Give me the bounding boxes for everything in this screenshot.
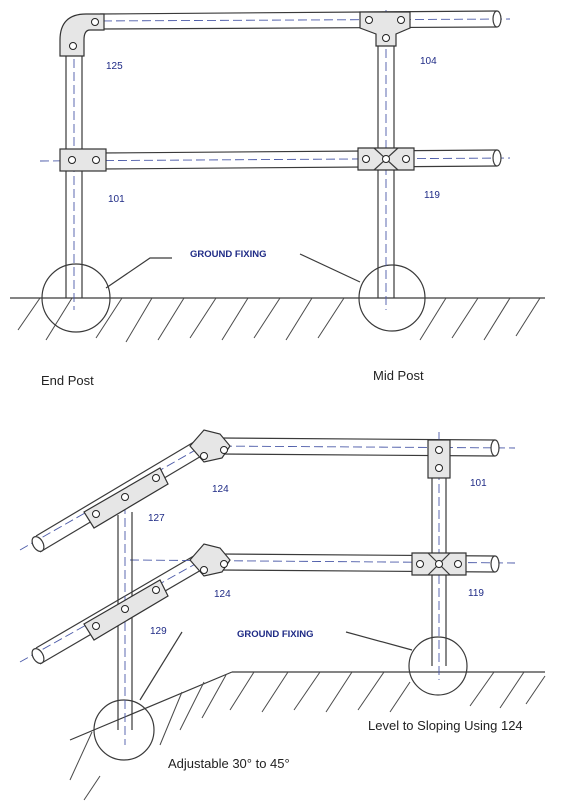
fitting-129 [83,579,169,641]
bottom-diagram: 124 101 127 124 119 129 GROUND FIXING Le… [19,429,546,801]
sloping-ground-line [69,671,233,741]
label-104: 104 [420,56,437,67]
end-post-footing [41,263,111,333]
mid-post-footing [358,264,426,332]
fitting-104 [359,11,411,47]
label-119: 119 [424,190,440,201]
fitting-101-bottom [427,439,451,479]
label-124-upper: 124 [212,484,229,495]
sloping-post-footing [93,699,155,761]
fitting-125 [59,13,105,57]
fitting-101 [59,148,107,172]
level-post-footing [408,636,468,696]
label-119-bottom: 119 [468,588,484,599]
bottom-ground-hatching [69,671,546,801]
label-101: 101 [108,194,125,205]
fitting-124-upper [189,429,231,463]
label-125: 125 [106,61,123,72]
ground-fixing-label-bottom: GROUND FIXING [237,629,314,640]
ground-hatching [17,297,541,343]
top-rail-end [492,10,502,28]
fitting-119-bottom [411,552,467,576]
label-101-bottom: 101 [470,478,487,489]
mid-post-caption: Mid Post [373,368,424,383]
label-124-lower: 124 [214,589,231,600]
ground-fixing-leader-left [105,257,172,289]
middle-rail-end [492,149,502,167]
fitting-124-lower [189,543,231,577]
bottom-leader-right [345,631,413,651]
ground-fixing-label-top: GROUND FIXING [190,249,267,260]
fitting-127 [83,467,169,529]
label-129: 129 [150,626,167,637]
top-diagram: 125 104 101 119 GROUND FIXING End Post M… [10,10,545,388]
end-post-caption: End Post [41,373,94,388]
fitting-119 [357,147,415,171]
level-to-sloping-caption: Level to Sloping Using 124 [368,718,523,733]
label-127: 127 [148,513,165,524]
lower-rail-end [490,555,500,573]
bottom-leader-left [139,631,183,701]
ground-fixing-leader-right [299,253,361,283]
adjustable-caption: Adjustable 30° to 45° [168,756,290,771]
upper-rail-end [490,439,500,457]
